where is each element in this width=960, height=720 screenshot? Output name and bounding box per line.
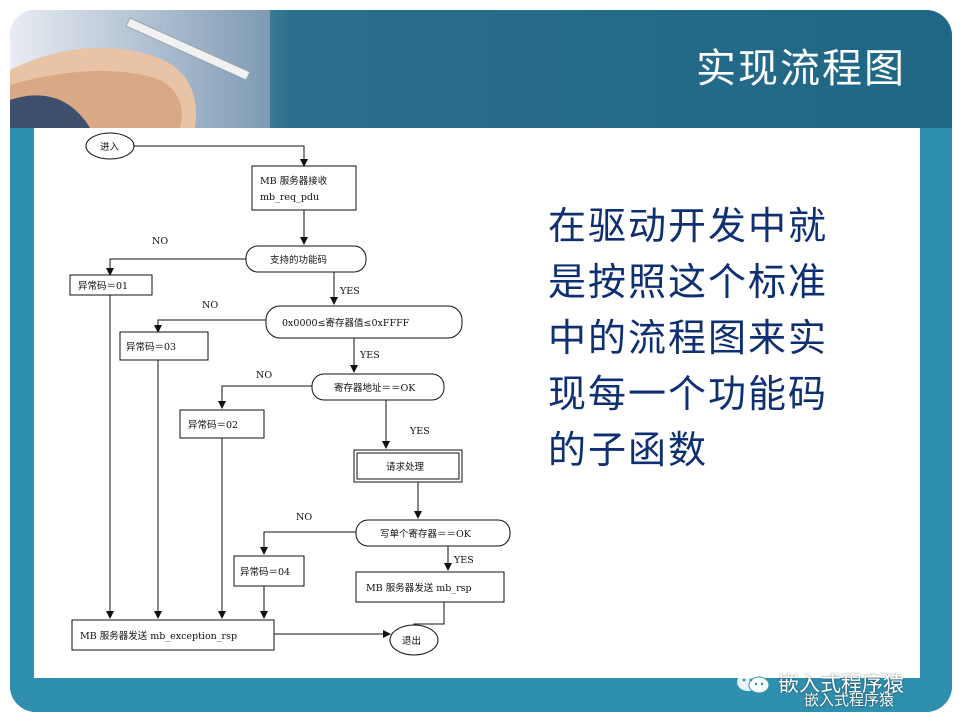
frame-bottom-strip [10, 678, 952, 712]
no-label-4: NO [296, 512, 312, 523]
frame-right-strip [920, 128, 952, 680]
send-exception-box [71, 619, 275, 651]
receive-label-line1: MB 服务器接收 [260, 175, 328, 187]
flowchart: 进入 MB 服务器接收 mb_req_pdu 支持的功能码 0x0000≤寄存器… [69, 132, 511, 656]
process-label: 请求处理 [386, 461, 425, 473]
send-response-label: MB 服务器发送 mb_rsp [366, 582, 472, 594]
wechat-icon [737, 673, 770, 694]
end-terminal [389, 624, 439, 656]
yes-label-3: YES [409, 426, 430, 437]
send-response-box [355, 571, 505, 603]
decision-register-address [311, 373, 445, 401]
slide-title: 实现流程图 [696, 46, 906, 92]
exception-01-box [69, 274, 153, 296]
end-label: 退出 [402, 635, 421, 647]
description-line-4: 现每一个功能码 [548, 372, 829, 416]
header-photo [10, 10, 270, 128]
receive-label-line2: mb_req_pdu [260, 192, 319, 203]
exception-04-label: 异常码＝04 [240, 566, 290, 578]
description-line-2: 是按照这个标准 [548, 260, 829, 304]
description-line-3: 中的流程图来实 [548, 316, 829, 360]
register-address-label: 寄存器地址＝＝OK [334, 382, 416, 394]
watermark-line1: 嵌入式程序猿 [778, 672, 904, 696]
decision-write-single [355, 519, 511, 547]
yes-label-2: YES [359, 350, 380, 361]
no-label-3: NO [256, 370, 272, 381]
exception-01-label: 异常码＝01 [78, 280, 128, 292]
start-terminal [85, 132, 135, 160]
description-text: 在驱动开发中就 是按照这个标准 中的流程图来实 现每一个功能码 的子函数 [548, 198, 898, 478]
exception-03-label: 异常码＝03 [126, 341, 176, 353]
write-single-label: 写单个寄存器＝＝OK [380, 528, 472, 540]
description-line-5: 的子函数 [548, 428, 709, 472]
exception-03-box [119, 331, 209, 361]
yes-label-4: YES [453, 555, 474, 566]
no-label-2: NO [202, 300, 218, 311]
decision-function-code [245, 245, 367, 273]
content-panel: 进入 MB 服务器接收 mb_req_pdu 支持的功能码 0x0000≤寄存器… [34, 128, 920, 678]
function-code-label: 支持的功能码 [270, 254, 327, 266]
exception-02-label: 异常码＝02 [188, 419, 238, 431]
exception-02-box [179, 409, 265, 439]
decision-address-range [265, 305, 463, 339]
send-exception-label: MB 服务器发送 mb_exception_rsp [80, 630, 237, 642]
process-box [353, 449, 463, 483]
watermark-wechat: 嵌入式程序猿 [736, 668, 904, 698]
start-label: 进入 [100, 142, 120, 153]
yes-label-1: YES [339, 286, 360, 297]
description-line-1: 在驱动开发中就 [548, 204, 829, 248]
exception-04-box [233, 555, 305, 587]
no-label-1: NO [152, 236, 168, 247]
watermark-line2: 嵌入式程序猿 [804, 691, 895, 709]
address-range-label: 0x0000≤寄存器值≤0xFFFF [282, 317, 410, 329]
frame-left-strip [10, 128, 34, 680]
receive-box [251, 165, 357, 211]
